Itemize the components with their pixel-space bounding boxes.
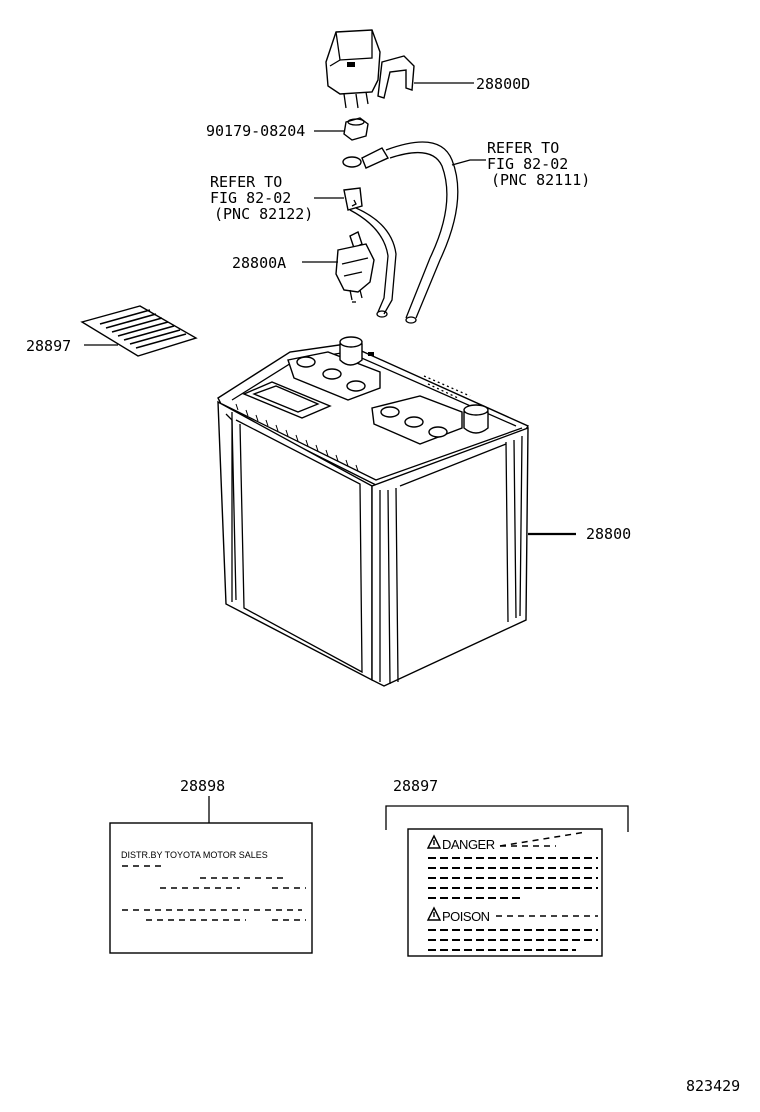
figure-number: 823429 — [686, 1077, 740, 1095]
danger-plate: DANGER POISON — [407, 828, 603, 957]
sensor-cable — [343, 187, 397, 318]
refer-right-line1: REFER TO — [487, 139, 559, 157]
plate-right-title: 28897 — [393, 777, 438, 795]
nut — [343, 117, 369, 141]
small-warning-label — [80, 305, 198, 357]
plate-left-header: DISTR.BY TOYOTA MOTOR SALES — [121, 850, 268, 860]
plate-left-title: 28898 — [180, 777, 225, 795]
refer-right-line2: FIG 82-02 — [487, 155, 568, 173]
refer-left-line3: (PNC 82122) — [214, 205, 313, 223]
label-small-label: 28897 — [26, 337, 71, 355]
warning-triangle-icon — [426, 906, 442, 921]
refer-right-line3: (PNC 82111) — [491, 171, 590, 189]
danger-heading: DANGER — [442, 837, 495, 852]
distributor-plate: DISTR.BY TOYOTA MOTOR SALES — [109, 822, 313, 954]
label-cover: 28800D — [476, 75, 530, 93]
positive-cable — [342, 141, 459, 324]
label-battery: 28800 — [586, 525, 631, 543]
plate-right-bracket — [385, 805, 629, 832]
terminal-clamp — [335, 231, 375, 303]
battery — [217, 336, 530, 687]
label-clamp: 28800A — [232, 254, 286, 272]
refer-left-line2: FIG 82-02 — [210, 189, 291, 207]
label-nut: 90179-08204 — [206, 122, 305, 140]
leader-refer-right — [451, 159, 486, 166]
refer-left-line1: REFER TO — [210, 173, 282, 191]
warning-triangle-icon — [426, 834, 442, 849]
poison-heading: POISON — [442, 909, 490, 924]
terminal-cover — [325, 29, 415, 109]
